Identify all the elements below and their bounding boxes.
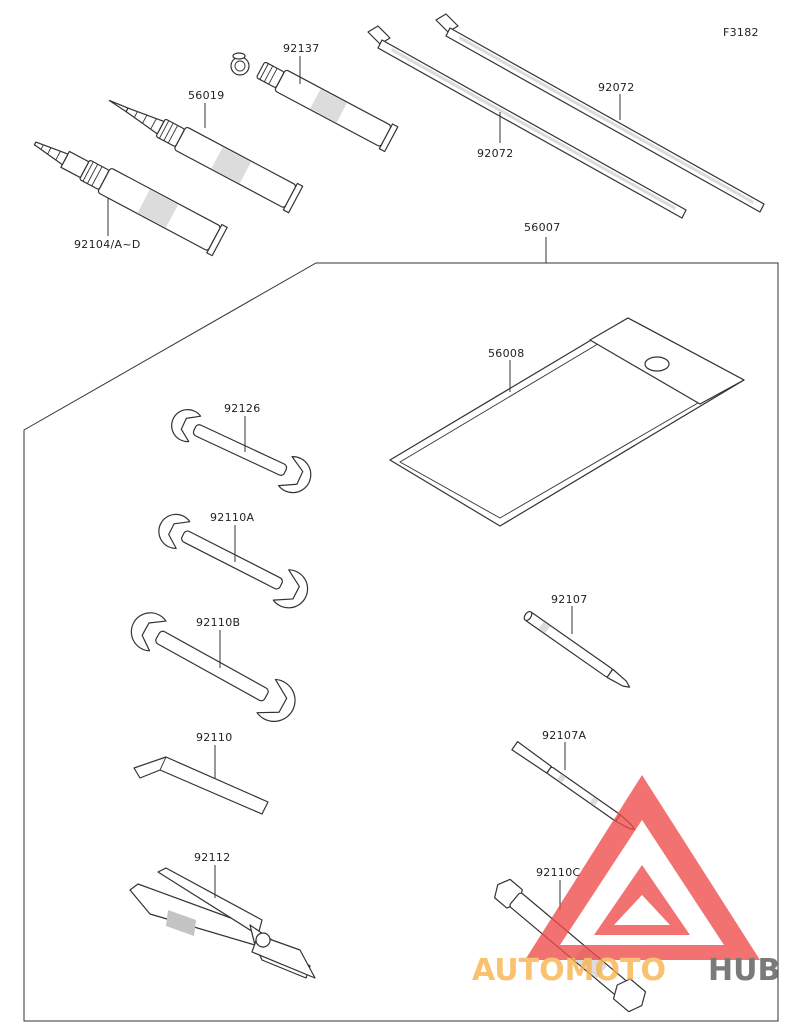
- label-92110C: 92110C: [536, 866, 580, 879]
- label-92072-a: 92072: [598, 81, 635, 94]
- tube-92104[interactable]: [28, 129, 228, 257]
- wrench-92110A[interactable]: [152, 507, 314, 615]
- label-92110A: 92110A: [210, 511, 254, 524]
- label-92110B: 92110B: [196, 616, 240, 629]
- label-56007: 56007: [524, 221, 561, 234]
- tube-56019[interactable]: [102, 87, 304, 214]
- label-92137: 92137: [283, 42, 320, 55]
- wrench-92126[interactable]: [166, 403, 317, 499]
- figure-code: F3182: [723, 26, 759, 39]
- label-92107A: 92107A: [542, 729, 586, 742]
- cable-tie-92072-a[interactable]: [367, 25, 687, 219]
- watermark-text-b: HUB: [708, 953, 780, 988]
- label-56019: 56019: [188, 89, 225, 102]
- cable-tie-92072-b[interactable]: [435, 13, 765, 213]
- label-92112: 92112: [194, 851, 231, 864]
- watermark-logo: AUTOMOTO HUB: [472, 775, 780, 988]
- tool-bag-56008[interactable]: [389, 317, 745, 527]
- pliers-92112[interactable]: [129, 867, 316, 979]
- label-92072-b: 92072: [477, 147, 514, 160]
- label-92126: 92126: [224, 402, 261, 415]
- watermark-text-a: AUTOMOTO: [472, 953, 666, 988]
- label-92110: 92110: [196, 731, 233, 744]
- watermark-inner-triangle-icon: [594, 865, 690, 935]
- hex-key-92110[interactable]: [133, 756, 269, 815]
- toolkit-boundary: [23, 262, 779, 1022]
- label-92107: 92107: [551, 593, 588, 606]
- watermark-triangle-icon: [525, 775, 760, 960]
- wrench-92110B[interactable]: [124, 604, 303, 729]
- label-92104: 92104/A~D: [74, 238, 141, 251]
- label-56008: 56008: [488, 347, 525, 360]
- tube-92137[interactable]: [230, 52, 399, 153]
- screwdriver-92107[interactable]: [523, 610, 633, 691]
